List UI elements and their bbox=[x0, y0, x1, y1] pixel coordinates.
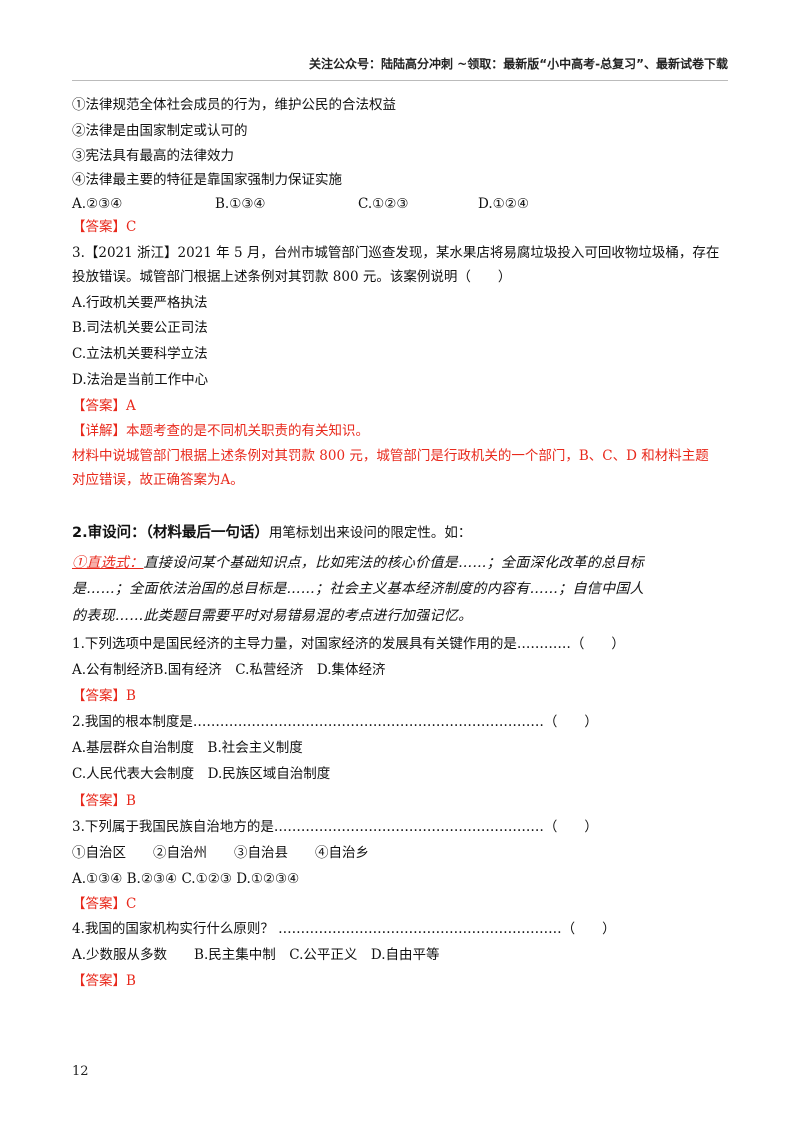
q2-options-1: A.基层群众自治制度 B.社会主义制度 bbox=[72, 740, 303, 756]
q3b-answer: 【答案】C bbox=[72, 896, 137, 912]
header-rule bbox=[72, 80, 728, 81]
q3-stem-line1: 3.【2021 浙江】2021 年 5 月，台州市城管部门巡查发现，某水果店将易… bbox=[72, 245, 720, 261]
page-number: 12 bbox=[72, 1064, 89, 1079]
q4-options: A.少数服从多数 B.民主集中制 C.公平正义 D.自由平等 bbox=[72, 947, 440, 963]
q3-stem-line2: 投放错误。城管部门根据上述条例对其罚款 800 元。该案例说明（ ） bbox=[72, 269, 512, 285]
q1-options: A.公有制经济B.国有经济 C.私营经济 D.集体经济 bbox=[72, 662, 386, 678]
option-d: D.①②④ bbox=[478, 196, 529, 212]
section-heading: 2.审设问：（材料最后一句话）用笔标划出来设问的限定性。如： bbox=[72, 523, 728, 543]
q3b-options: A.①③④ B.②③④ C.①②③ D.①②③④ bbox=[72, 871, 300, 887]
statement-1: ①法律规范全体社会成员的行为，维护公民的合法权益 bbox=[72, 97, 396, 113]
statement-2: ②法律是由国家制定或认可的 bbox=[72, 123, 248, 139]
q3-explanation-line1: 材料中说城管部门根据上述条例对其罚款 800 元，城管部门是行政机关的一个部门，… bbox=[72, 448, 709, 464]
statement-4: ④法律最主要的特征是靠国家强制力保证实施 bbox=[72, 172, 342, 188]
q4-answer: 【答案】B bbox=[72, 973, 136, 989]
q3-answer: 【答案】A bbox=[72, 398, 136, 414]
section-title-rest: 用笔标划出来设问的限定性。如： bbox=[268, 525, 472, 541]
q3-explanation-line2: 对应错误，故正确答案为A。 bbox=[72, 472, 244, 488]
type-label: ①直选式： bbox=[72, 555, 144, 571]
section-desc-line3: 的表现……此类题目需要平时对易错易混的考点进行加强记忆。 bbox=[72, 608, 473, 624]
q3-option-c: C.立法机关要科学立法 bbox=[72, 346, 208, 362]
q3b-stem: 3.下列属于我国民族自治地方的是……………………………………………………（ ） bbox=[72, 819, 598, 835]
q3-option-d: D.法治是当前工作中心 bbox=[72, 372, 209, 388]
section-desc-line2: 是……；全面依法治国的总目标是……；社会主义基本经济制度的内容有……；自信中国人 bbox=[72, 581, 644, 597]
q2-options-2: C.人民代表大会制度 D.民族区域自治制度 bbox=[72, 766, 331, 782]
q1-answer: 【答案】B bbox=[72, 688, 136, 704]
desc-text-1: 直接设问某个基础知识点，比如宪法的核心价值是……；全面深化改革的总目标 bbox=[143, 555, 644, 571]
q3b-items: ①自治区 ②自治州 ③自治县 ④自治乡 bbox=[72, 845, 369, 861]
q3-option-b: B.司法机关要公正司法 bbox=[72, 320, 208, 336]
option-a: A.②③④ bbox=[72, 196, 123, 212]
q2-answer: 【答案】B bbox=[72, 793, 136, 809]
q3-detail: 【详解】本题考查的是不同机关职责的有关知识。 bbox=[72, 423, 369, 439]
q2-stem: 2.我国的根本制度是……………………………………………………………………（ ） bbox=[72, 714, 598, 730]
option-c: C.①②③ bbox=[358, 196, 409, 212]
section-desc-line1: ①直选式：直接设问某个基础知识点，比如宪法的核心价值是……；全面深化改革的总目标 bbox=[72, 553, 728, 573]
options-row: A.②③④ B.①③④ C.①②③ D.①②④ bbox=[72, 194, 728, 214]
q3-option-a: A.行政机关要严格执法 bbox=[72, 295, 208, 311]
q4-stem: 4.我国的国家机构实行什么原则？ ………………………………………………………（ … bbox=[72, 921, 616, 937]
section-title: 2.审设问：（材料最后一句话） bbox=[72, 525, 269, 541]
answer-block1: 【答案】C bbox=[72, 219, 137, 235]
statement-3: ③宪法具有最高的法律效力 bbox=[72, 148, 234, 164]
page-header: 关注公众号：陆陆高分冲刺 ~领取：最新版“小中高考-总复习”、最新试卷下载 bbox=[309, 57, 728, 71]
q1-stem: 1.下列选项中是国民经济的主导力量，对国家经济的发展具有关键作用的是…………（ … bbox=[72, 636, 625, 652]
option-b: B.①③④ bbox=[215, 196, 266, 212]
